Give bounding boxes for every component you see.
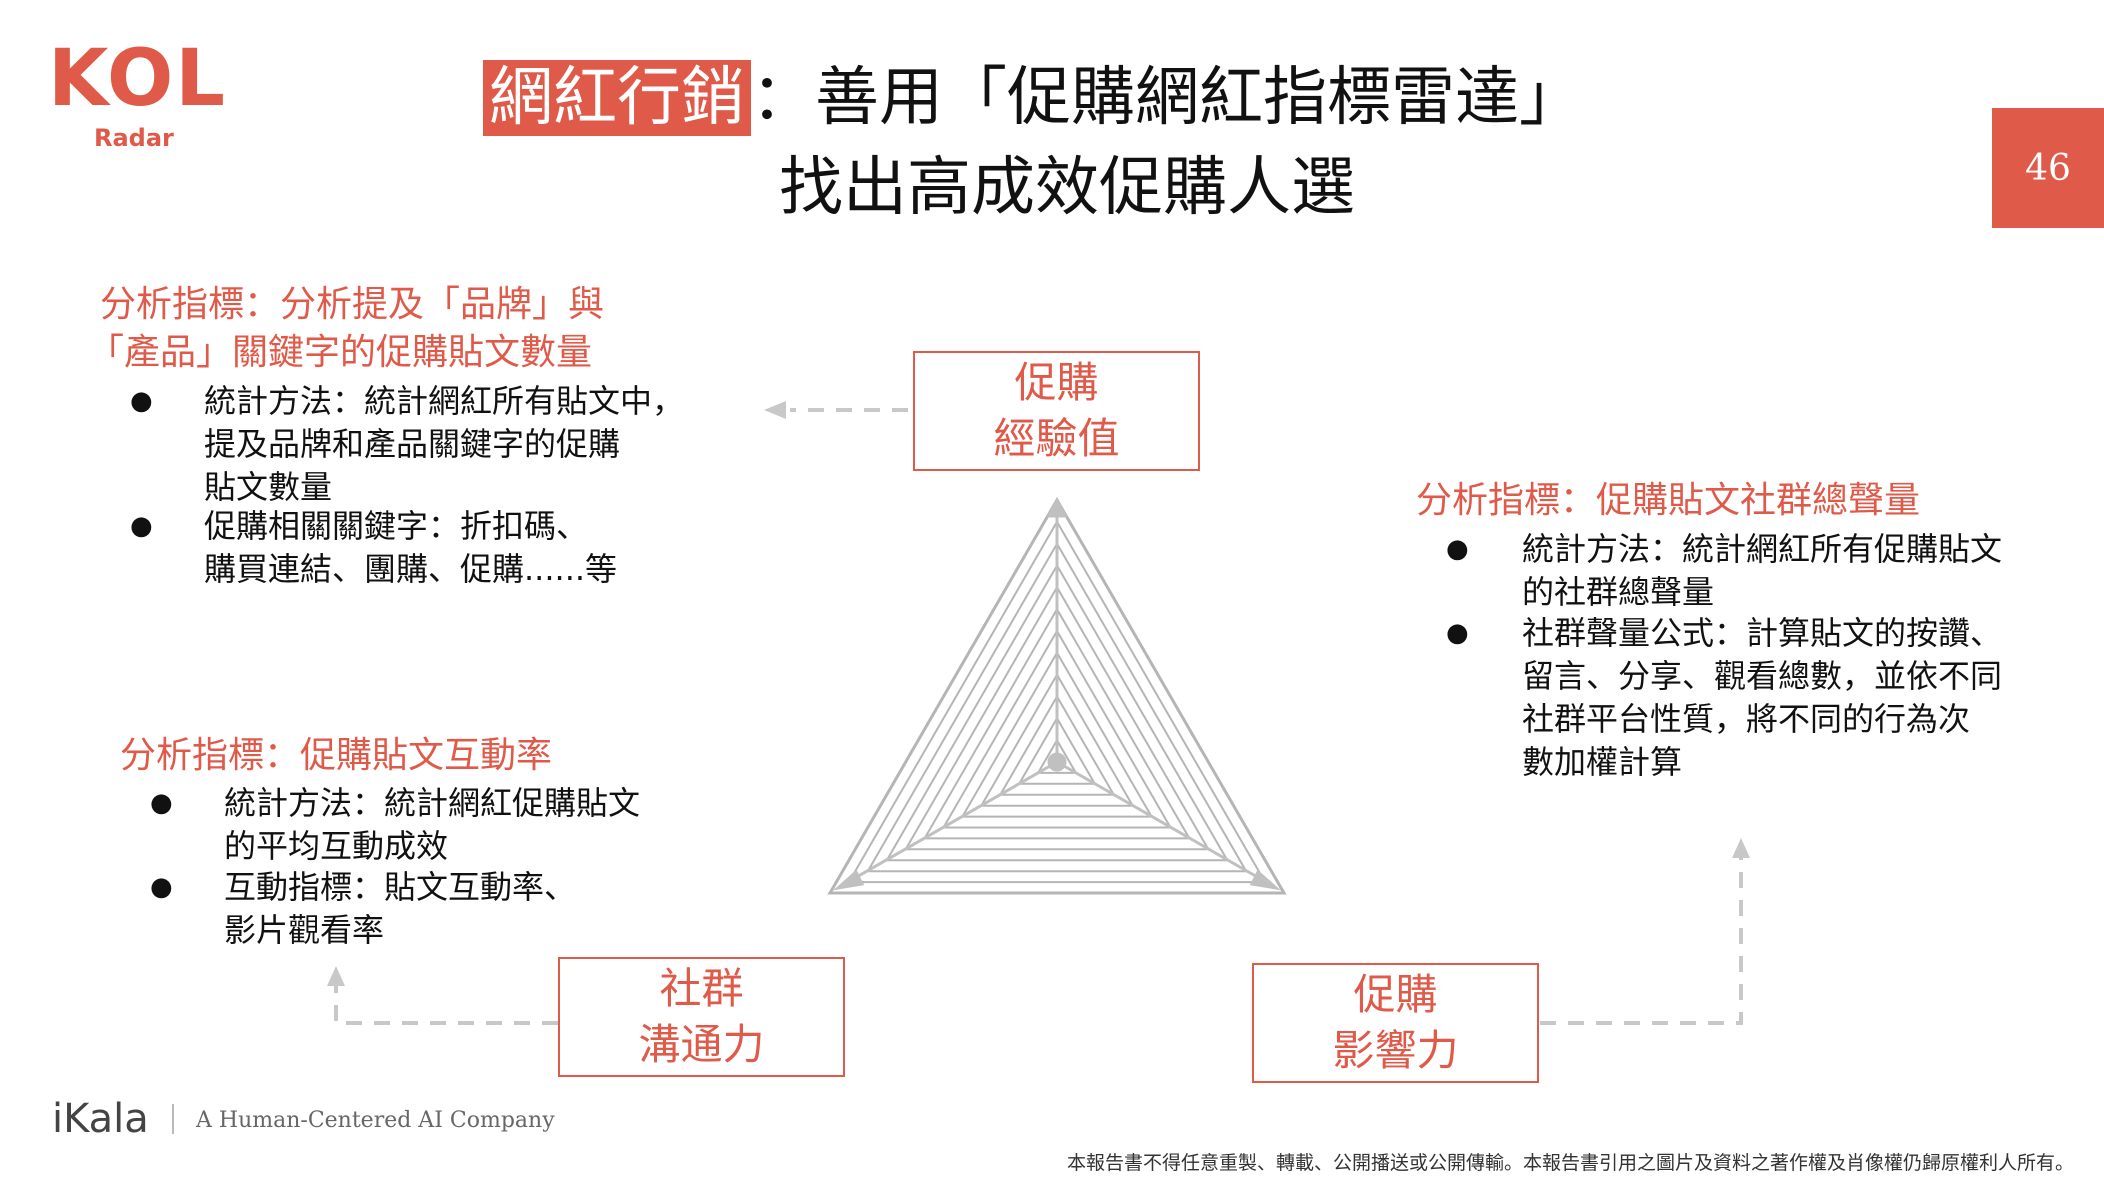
title-highlight: 網紅行銷 [483, 60, 751, 136]
connector-arrowheads [327, 401, 1750, 986]
radar-ring [827, 497, 1287, 895]
radar-axis-top-arrow [1046, 496, 1068, 518]
kol-logo: KOL [48, 34, 227, 124]
left-top-bullet1-text: 統計方法：統計網紅所有貼文中， 提及品牌和產品關鍵字的促購 貼文數量 [204, 382, 685, 506]
footer-divider [172, 1104, 174, 1134]
bullet-dot: ● [130, 511, 153, 541]
bullet-dot: ● [130, 386, 153, 416]
arrow-up-icon [1732, 838, 1750, 858]
radar-ring [922, 607, 1192, 840]
bullet-dot: ● [1446, 618, 1469, 648]
bullet-dot: ● [150, 872, 173, 902]
radar-ring [979, 672, 1135, 807]
page-number: 46 [1992, 108, 2104, 228]
radar-axis-left [847, 760, 1058, 884]
radar-axis-right [1056, 760, 1267, 884]
radar-ring [941, 629, 1173, 829]
box-purchase-influence: 促購影響力 [1252, 963, 1539, 1083]
box-purchase-experience: 促購經驗值 [913, 351, 1200, 471]
bullet-dot: ● [1446, 534, 1469, 564]
left-top-heading-line1: 分析指標：分析提及「品牌」與 [100, 284, 605, 325]
left-bottom-bullet2-text: 互動指標：貼文互動率、 影片觀看率 [224, 868, 577, 949]
radar-rings [827, 497, 1287, 895]
box-social-communication: 社群溝通力 [558, 957, 845, 1077]
radar-ring [1017, 716, 1097, 785]
left-bottom-heading: 分析指標：促購貼文互動率 [120, 735, 553, 776]
radar-ring [903, 585, 1211, 851]
footer-tagline: A Human-Centered AI Company [196, 1108, 555, 1133]
radar-axes [833, 496, 1281, 891]
radar-ring [866, 541, 1248, 873]
radar-ring [885, 563, 1230, 862]
right-heading: 分析指標：促購貼文社群總聲量 [1416, 480, 1921, 521]
right-bullet2-text: 社群聲量公式：計算貼文的按讚、 留言、分享、觀看總數，並依不同 社群平台性質，將… [1522, 614, 2003, 781]
radar-ring [1036, 738, 1078, 774]
kol-logo-subtitle: Radar [94, 124, 174, 152]
radar-ring [847, 519, 1267, 884]
left-top-heading-line2: 「產品」關鍵字的促購貼文數量 [88, 332, 593, 373]
left-top-bullet2-text: 促購相關關鍵字：折扣碼、 購買連結、團購、促購......等 [204, 507, 618, 588]
radar-ring [998, 694, 1116, 796]
page-title-line1: 網紅行銷：善用「促購網紅指標雷達」 [483, 52, 1583, 144]
radar-center [1047, 752, 1067, 772]
radar-ring [960, 650, 1154, 818]
right-bullet1-text: 統計方法：統計網紅所有促購貼文 的社群總聲量 [1522, 530, 2003, 611]
connector-bottom-right [1540, 856, 1743, 1025]
ikala-logo: iKala [52, 1096, 149, 1142]
footer-disclaimer: 本報告書不得任意重製、轉載、公開播送或公開傳輸。本報告書引用之圖片及資料之著作權… [1066, 1152, 2074, 1174]
page-title-line2: 找出高成效促購人選 [779, 151, 1355, 225]
bullet-dot: ● [150, 788, 173, 818]
radar-axis-left-arrow [833, 869, 865, 891]
arrow-left-icon [764, 401, 786, 419]
radar-axis-right-arrow [1249, 869, 1281, 891]
title-rest: ：善用「促購網紅指標雷達」 [751, 61, 1583, 135]
connector-lines [334, 408, 1743, 1025]
arrow-up-icon [327, 966, 345, 986]
left-bottom-bullet1-text: 統計方法：統計網紅促購貼文 的平均互動成效 [224, 784, 641, 865]
connector-bottom-left [334, 980, 558, 1025]
